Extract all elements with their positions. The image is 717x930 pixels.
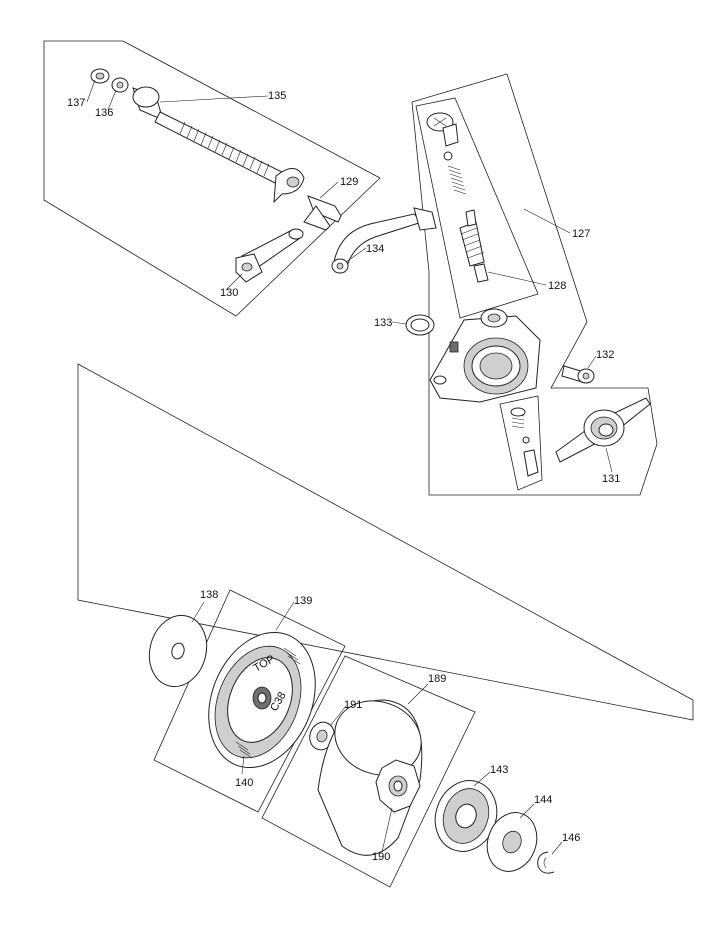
pump-worm-tip-icon xyxy=(465,209,477,227)
rim-sprocket-143 xyxy=(434,780,498,852)
label-144: 144 xyxy=(534,794,552,806)
clutch-spring-top-icon xyxy=(283,647,301,665)
pump-worm-shaft-icon xyxy=(473,263,489,283)
pump-internals-128 xyxy=(426,112,489,283)
label-139: 139 xyxy=(294,595,312,607)
oring-133-inner-icon xyxy=(410,318,430,332)
eclip-146 xyxy=(537,851,555,874)
pump-worm-threads-icon xyxy=(460,227,485,259)
group-outlines xyxy=(43,40,694,888)
group-outline-127 xyxy=(411,73,658,496)
group-outline-128 xyxy=(415,97,539,319)
valve-ball-icon xyxy=(522,436,530,444)
label-138: 138 xyxy=(200,589,218,601)
adjuster-screw-assembly xyxy=(90,68,342,231)
drum-rim-icon xyxy=(334,700,422,776)
oil-line-134-eye-hole-icon xyxy=(336,262,344,270)
group-outline-135 xyxy=(43,40,381,317)
label-191: 191 xyxy=(344,699,362,711)
pump-housing-mount-hole-icon xyxy=(433,375,447,385)
eclip-146-inner-icon xyxy=(543,857,547,869)
label-130: 130 xyxy=(220,287,238,299)
screw-132 xyxy=(561,365,595,384)
clutch-hub-hole-icon xyxy=(257,692,267,704)
label-136: 136 xyxy=(95,107,113,119)
lever-130-hole-icon xyxy=(241,262,253,272)
label-127: 127 xyxy=(572,228,590,240)
nut-137-hole-icon xyxy=(95,72,105,80)
pump-housing-tab-icon xyxy=(449,341,459,353)
washer-144-hole-icon xyxy=(502,830,522,854)
pump-housing-neck-hole-icon xyxy=(487,313,501,323)
screw-shaft-icon xyxy=(154,111,291,189)
label-146: 146 xyxy=(562,832,580,844)
worm-drive-hub-icon xyxy=(598,423,614,437)
screw-collar-icon xyxy=(132,86,160,108)
group-outline-189 xyxy=(261,655,476,888)
label-129: 129 xyxy=(340,176,358,188)
washer-136-hole-icon xyxy=(116,81,124,89)
lever-130-pin-icon xyxy=(288,228,304,240)
valve-nozzle-icon xyxy=(523,449,539,477)
oil-pump-housing xyxy=(429,308,541,403)
oil-line-134-end-icon xyxy=(413,207,437,231)
label-137: 137 xyxy=(67,97,85,109)
worm-drive-131 xyxy=(555,397,651,463)
pump-housing-bore-inner-icon xyxy=(479,352,513,380)
label-135: 135 xyxy=(268,90,286,102)
rim-sprocket-hub-icon xyxy=(455,803,477,829)
valve-cap-icon xyxy=(510,407,526,417)
clutch-spring-bottom-icon xyxy=(235,741,253,759)
drum-189 xyxy=(317,699,423,856)
screw-thread-marks xyxy=(179,121,270,177)
eclip-146-icon xyxy=(537,851,555,874)
pump-spring-icon xyxy=(447,165,467,195)
label-190: 190 xyxy=(372,851,390,863)
lever-130 xyxy=(235,228,304,283)
label-140: 140 xyxy=(235,777,253,789)
pump-worm-icon xyxy=(459,221,485,267)
screw-132-socket-icon xyxy=(582,372,590,380)
label-143: 143 xyxy=(490,764,508,776)
group-outline-valve xyxy=(499,395,543,491)
disc-138 xyxy=(148,614,208,688)
sprocket-190-hole-icon xyxy=(393,780,403,792)
label-134: 134 xyxy=(366,243,384,255)
label-133: 133 xyxy=(374,317,392,329)
label-132: 132 xyxy=(596,349,614,361)
part-labels: 135 137 136 129 134 130 127 128 133 132 … xyxy=(67,90,620,863)
pump-screw-cross-icon xyxy=(433,117,447,127)
label-128: 128 xyxy=(548,280,566,292)
leader-lines xyxy=(86,79,613,855)
oring-133 xyxy=(405,314,435,336)
oil-line-134 xyxy=(331,207,437,274)
group-outline-139 xyxy=(153,589,346,813)
clutch-139: TOP C38 xyxy=(208,631,316,769)
washer-191-hole-icon xyxy=(316,729,328,743)
oil-line-134-icon xyxy=(333,213,423,271)
pump-screw-body-icon xyxy=(442,123,459,147)
disc-138-hole-icon xyxy=(171,642,185,660)
washer-191 xyxy=(309,721,335,751)
adjuster-plate-hole-icon xyxy=(286,176,300,188)
washer-144 xyxy=(486,812,538,872)
label-131: 131 xyxy=(602,473,620,485)
valve-parts xyxy=(510,407,539,477)
label-189: 189 xyxy=(428,673,446,685)
pump-ball-icon xyxy=(443,151,453,161)
pin-129-shank-icon xyxy=(303,205,331,231)
group-outline-clutch xyxy=(77,363,694,721)
